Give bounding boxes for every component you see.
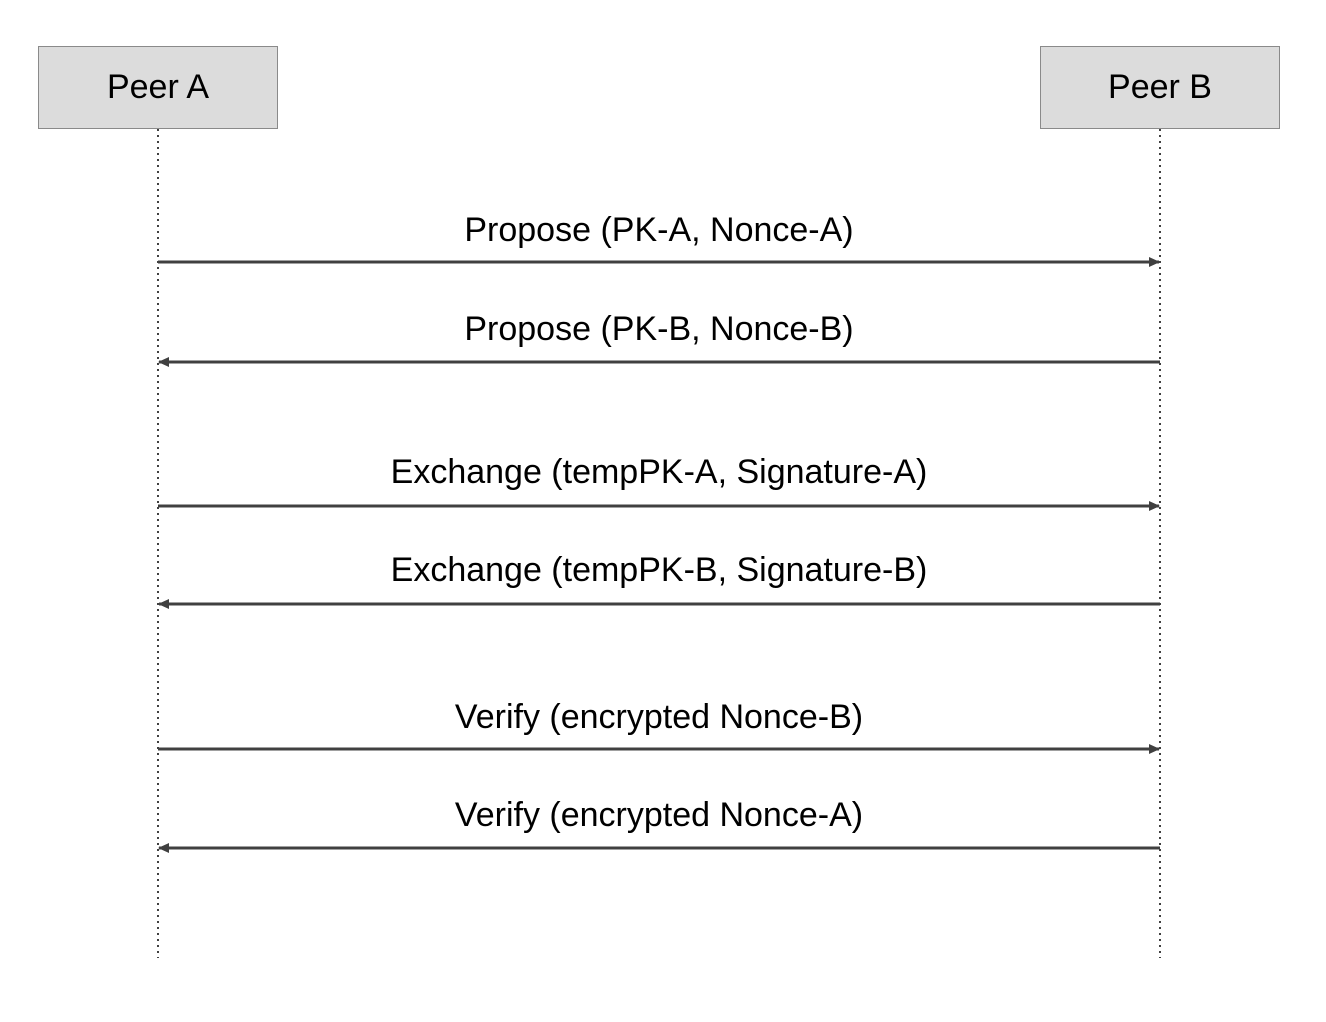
message-label: Propose (PK-B, Nonce-B) — [464, 310, 854, 348]
message-label: Propose (PK-A, Nonce-A) — [464, 211, 854, 249]
participant-peer-a: Peer A — [38, 46, 278, 129]
participant-peer-b: Peer B — [1040, 46, 1280, 129]
message-label: Exchange (tempPK-A, Signature-A) — [390, 453, 928, 491]
participant-label: Peer B — [1108, 68, 1212, 106]
message-arrows — [158, 257, 1160, 853]
message-label: Verify (encrypted Nonce-B) — [454, 698, 864, 736]
message-label: Verify (encrypted Nonce-A) — [454, 796, 864, 834]
message-label: Exchange (tempPK-B, Signature-B) — [390, 551, 928, 589]
participant-label: Peer A — [106, 68, 210, 106]
